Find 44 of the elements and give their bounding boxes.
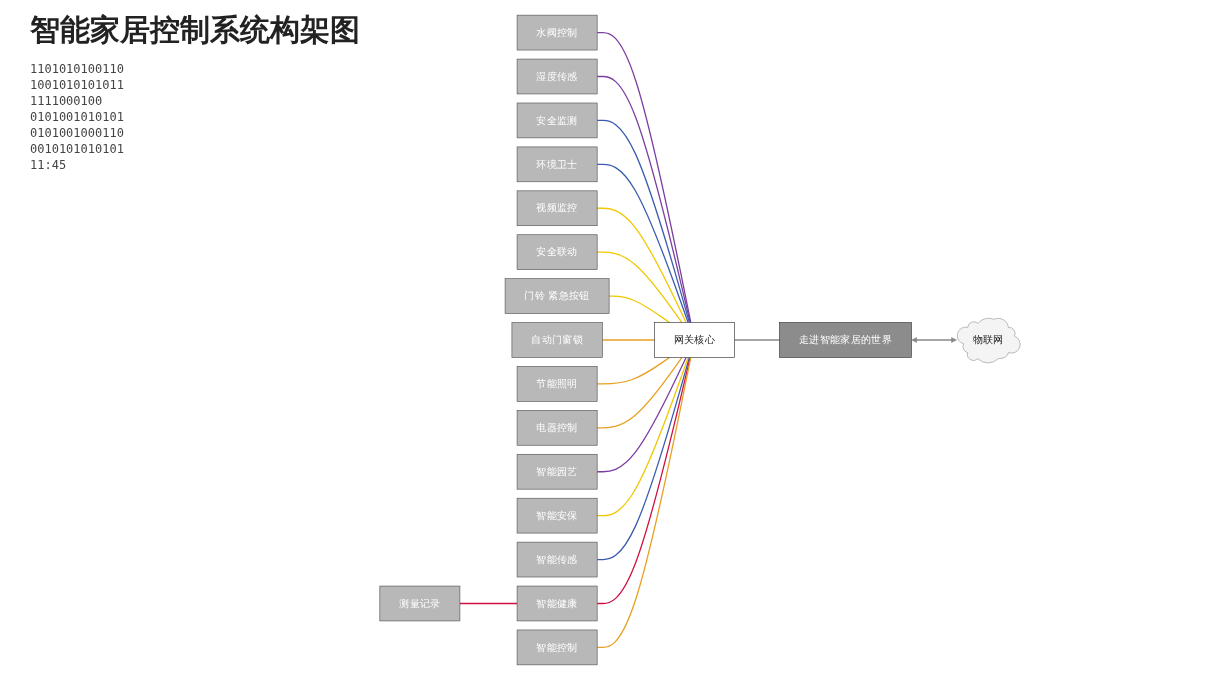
data-text: 0010101010101 [30, 142, 124, 156]
connector [459, 602, 518, 605]
data-text: 11:45 [30, 158, 68, 172]
connector [596, 207, 687, 324]
connector [596, 356, 692, 649]
data-text: 1101010100110 [30, 62, 124, 76]
connector [596, 356, 689, 517]
node-box: 湿度传感 [516, 58, 598, 95]
connector [596, 31, 692, 324]
connector [608, 295, 671, 324]
node-box: 节能照明 [516, 366, 598, 402]
node-box: 测量记录 [379, 585, 461, 622]
node-box: 智能园艺 [516, 454, 598, 490]
node-box: 水阀控制 [516, 14, 598, 51]
connector [596, 356, 691, 561]
connector [601, 339, 655, 341]
node-box: 电器控制 [516, 410, 598, 446]
node-box: 安全监测 [516, 102, 598, 139]
connector [733, 339, 781, 341]
connector [596, 251, 683, 324]
connector [596, 356, 683, 429]
connector [596, 75, 691, 324]
data-text: 0101001010101 [30, 110, 124, 124]
connector [596, 356, 687, 473]
data-text: 1111000100 [30, 94, 104, 108]
node-box: 智能传感 [516, 541, 598, 578]
arrow [911, 337, 957, 343]
data-text: 1001010101011 [30, 78, 124, 92]
node-box: 视频监控 [516, 190, 598, 226]
node-box: 智能安保 [516, 497, 598, 534]
node-box: 自动门窗锁 [511, 322, 603, 358]
connector [596, 119, 691, 324]
node-box: 环境卫士 [516, 146, 598, 183]
node-box: 网关核心 [654, 322, 735, 358]
connector [596, 356, 671, 385]
connector [596, 356, 691, 605]
connector [596, 163, 689, 324]
node-box: 智能健康 [516, 585, 598, 622]
node-box: 智能控制 [516, 629, 598, 666]
node-box: 门铃 紧急按钮 [504, 278, 610, 314]
diagram-title: 智能家居控制系统构架图 [30, 11, 360, 49]
node-box: 走进智能家居的世界 [779, 322, 912, 358]
node-box: 安全联动 [516, 234, 598, 270]
data-text: 0101001000110 [30, 126, 124, 140]
